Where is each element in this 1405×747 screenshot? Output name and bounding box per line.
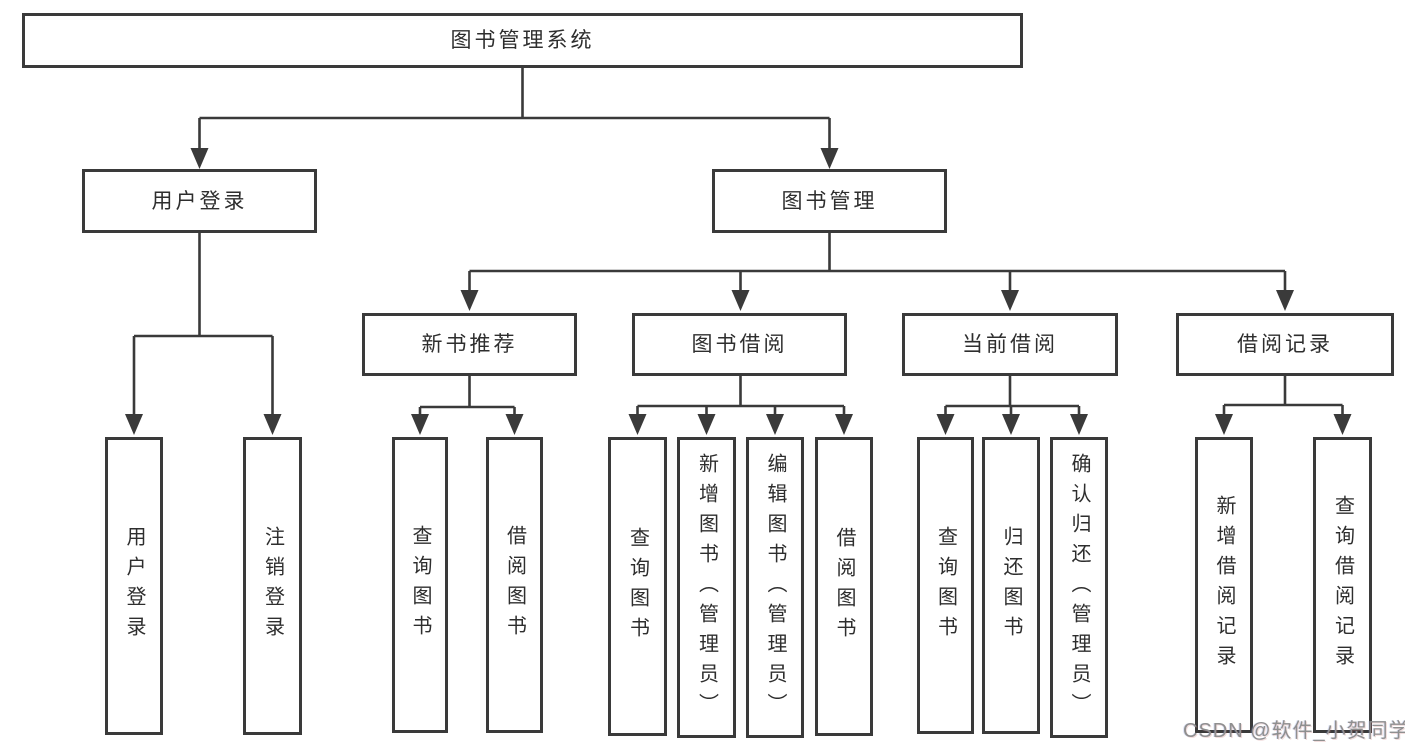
node-label: 注销登录 — [261, 526, 284, 646]
csdn-watermark: CSDN @软件_小贺同学 — [1183, 720, 1405, 742]
node-label: 新书推荐 — [421, 333, 518, 356]
node-label: 查询借阅记录 — [1331, 495, 1354, 675]
node-label: 用户登录 — [123, 526, 145, 646]
node-borrowing-records: 借阅记录 — [1176, 313, 1394, 376]
node-book-borrowing: 图书借阅 — [632, 313, 847, 376]
leaf-add-borrow-record: 新增借阅记录 — [1195, 437, 1253, 733]
leaf-confirm-return-admin: 确认归还（管理员） — [1050, 437, 1108, 738]
node-label: 用户登录 — [151, 189, 248, 213]
node-label: 新增借阅记录 — [1213, 495, 1235, 675]
leaf-return-books: 归还图书 — [982, 437, 1040, 734]
leaf-query-books-borrowing: 查询图书 — [608, 437, 667, 736]
node-label: 归还图书 — [1000, 525, 1022, 646]
leaf-query-borrow-record: 查询借阅记录 — [1313, 437, 1372, 733]
leaf-user-login: 用户登录 — [105, 437, 163, 735]
node-library-management-system: 图书管理系统 — [22, 13, 1023, 68]
node-label: 新增图书（管理员） — [695, 452, 718, 723]
connector-paths — [132, 68, 1344, 416]
node-label: 图书管理系统 — [450, 29, 595, 52]
leaf-query-books-current: 查询图书 — [917, 437, 974, 734]
node-new-book-recommendation: 新书推荐 — [362, 313, 577, 376]
node-current-borrowing: 当前借阅 — [902, 313, 1118, 376]
node-book-management-module: 图书管理 — [712, 169, 947, 233]
node-user-login-module: 用户登录 — [82, 169, 317, 233]
leaf-borrow-books: 借阅图书 — [815, 437, 873, 736]
node-label: 图书借阅 — [691, 333, 788, 356]
node-label: 确认归还（管理员） — [1068, 452, 1090, 723]
node-label: 查询图书 — [934, 525, 957, 646]
arrowheads — [125, 148, 1352, 435]
leaf-add-books-admin: 新增图书（管理员） — [677, 437, 736, 738]
node-label: 查询图书 — [409, 525, 431, 645]
leaf-edit-books-admin: 编辑图书（管理员） — [746, 437, 804, 738]
node-label: 借阅图书 — [833, 526, 855, 647]
node-label: 查询图书 — [626, 526, 649, 647]
node-label: 编辑图书（管理员） — [764, 452, 786, 723]
node-label: 借阅图书 — [503, 525, 526, 645]
node-label: 图书管理 — [781, 189, 878, 213]
leaf-borrow-books-recommend: 借阅图书 — [486, 437, 543, 733]
leaf-logout: 注销登录 — [243, 437, 302, 735]
leaf-query-books-recommend: 查询图书 — [392, 437, 448, 733]
node-label: 借阅记录 — [1237, 333, 1333, 356]
node-label: 当前借阅 — [962, 333, 1058, 356]
